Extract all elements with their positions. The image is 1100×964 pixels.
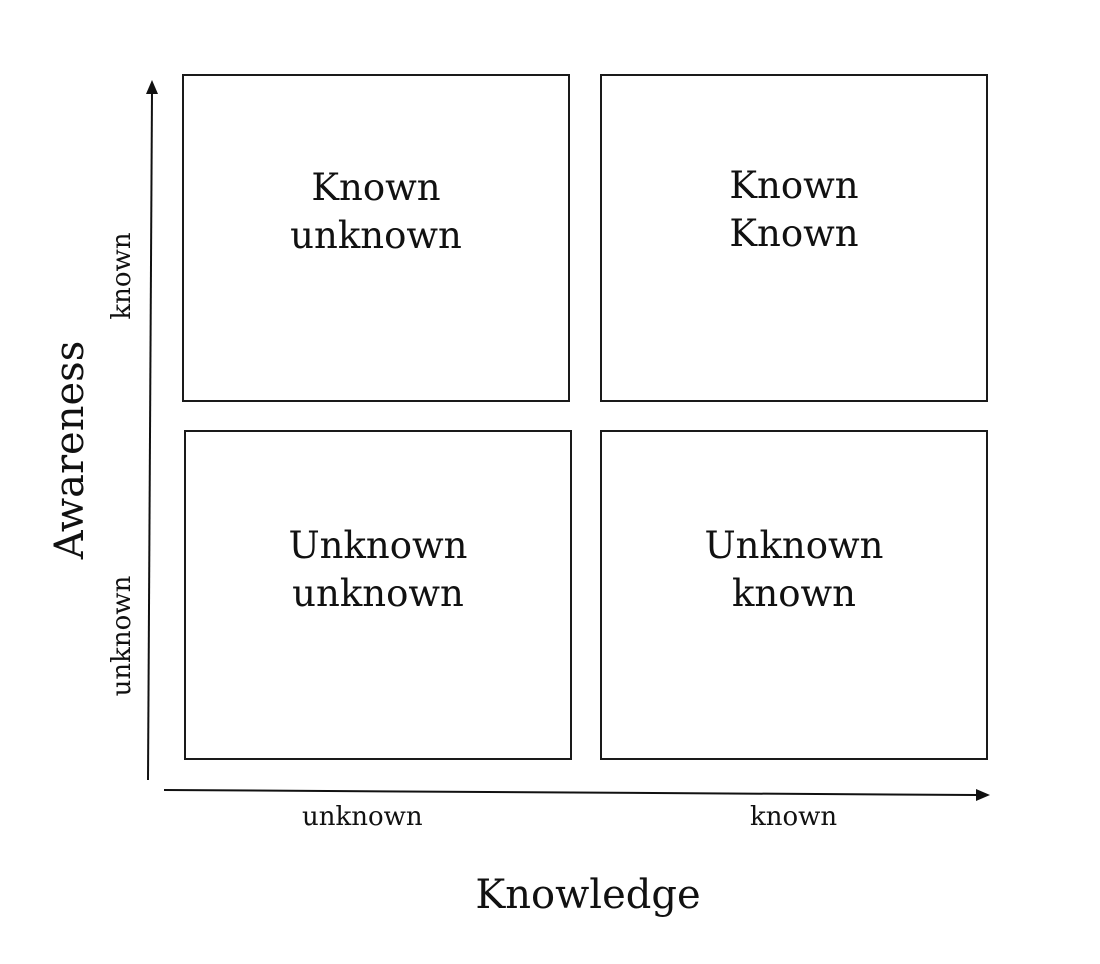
quadrant-label-line2: unknown — [290, 214, 462, 257]
quadrant-label-line1: Unknown — [704, 524, 884, 567]
quadrant-label: Known unknown — [184, 164, 568, 260]
x-axis-high-label: known — [750, 802, 838, 832]
y-axis-arrow — [146, 80, 158, 781]
quadrant-label: Unknown unknown — [186, 522, 570, 618]
x-axis-low-label: unknown — [302, 802, 423, 832]
quadrant-label-line2: unknown — [292, 572, 464, 615]
quadrant-label-line2: known — [731, 572, 857, 615]
quadrant-label: Known Known — [602, 162, 986, 258]
quadrant-unknown-known: Unknown known — [600, 430, 988, 760]
x-axis-title: Knowledge — [475, 872, 701, 918]
y-axis-low-label: unknown — [107, 575, 137, 697]
x-axis-arrow — [163, 789, 990, 801]
quadrant-label: Unknown known — [602, 522, 986, 618]
y-axis-title: Awareness — [47, 340, 93, 560]
quadrant-known-known: Known Known — [600, 74, 988, 402]
quadrant-label-line1: Unknown — [288, 524, 468, 567]
quadrant-label-line2: Known — [729, 212, 859, 255]
quadrant-known-unknown: Known unknown — [182, 74, 570, 402]
quadrant-label-line1: Known — [311, 166, 441, 209]
quadrant-label-line1: Known — [729, 164, 859, 207]
y-axis-high-label: known — [107, 232, 137, 320]
quadrant-unknown-unknown: Unknown unknown — [184, 430, 572, 760]
